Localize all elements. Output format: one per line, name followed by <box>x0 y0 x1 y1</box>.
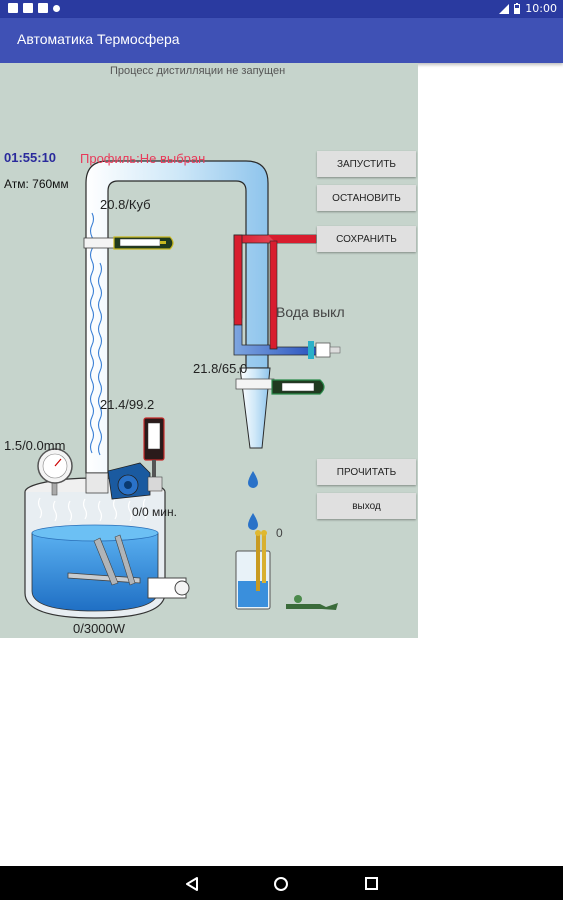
drop-icon <box>248 471 258 488</box>
notification-icons <box>8 3 60 13</box>
condenser-red-left <box>233 234 243 326</box>
stop-button[interactable]: ОСТАНОВИТЬ <box>317 185 416 211</box>
water-status: Вода выкл <box>276 304 345 320</box>
status-right: 10:00 <box>499 2 557 15</box>
water-tap-icon <box>308 341 341 359</box>
cold-water-pipe <box>233 324 317 356</box>
column-temp-readout: 20.8/Куб <box>100 197 151 212</box>
app-bar: Автоматика Термосфера <box>0 18 563 63</box>
profile-label: Профиль:Не выбран <box>80 151 206 166</box>
drops-readout: 0 <box>276 526 283 540</box>
app-title: Автоматика Термосфера <box>17 31 180 47</box>
start-button[interactable]: ЗАПУСТИТЬ <box>317 151 416 177</box>
timer-readout: 01:55:10 <box>4 150 57 165</box>
still-cube <box>24 477 190 619</box>
signal-icon <box>499 3 510 14</box>
exit-button[interactable]: ВЫХОД <box>317 493 416 519</box>
column-sensor-icon <box>83 236 174 250</box>
red-vertical-right <box>269 240 278 350</box>
back-icon[interactable] <box>186 877 198 891</box>
save-button[interactable]: СОХРАНИТЬ <box>317 226 416 252</box>
head-sensor-icon <box>271 379 325 395</box>
home-icon[interactable] <box>274 877 288 891</box>
pump-icon <box>85 462 163 500</box>
cube-sensor-icon <box>143 417 165 478</box>
navigation-bar <box>0 866 563 900</box>
status-bar: 10:00 <box>0 0 563 18</box>
time-min-readout: 0/0 мин. <box>132 505 177 519</box>
atm-readout: Атм: 760мм <box>4 177 69 191</box>
receiver-glass-icon <box>235 530 271 610</box>
drop-icon <box>248 513 258 530</box>
red-right-tube <box>268 235 316 243</box>
vapour-lines <box>89 212 103 456</box>
pressure-readout: 1.5/0.0mm <box>4 438 66 453</box>
cube-temp-readout: 21.4/99.2 <box>100 397 155 412</box>
process-status: Процесс дистилляции не запущен <box>110 65 286 77</box>
recents-icon[interactable] <box>365 877 378 890</box>
notification-icon <box>23 3 33 13</box>
level-sensor-icon <box>286 595 338 610</box>
clock: 10:00 <box>525 2 557 15</box>
read-button[interactable]: ПРОЧИТАТЬ <box>317 459 416 485</box>
pressure-gauge-icon <box>37 448 73 496</box>
distillation-diagram <box>24 160 341 619</box>
notification-icon <box>8 3 18 13</box>
navigation-buttons <box>186 877 378 891</box>
notification-icon <box>38 3 48 13</box>
notification-icon <box>53 5 60 12</box>
head-temp-readout: 21.8/65.0 <box>193 361 248 376</box>
outlet-clamp <box>235 378 275 390</box>
power-readout: 0/3000W <box>73 621 126 636</box>
distillation-panel: Процесс дистилляции не запущен 01:55:10 … <box>0 63 418 638</box>
battery-icon <box>514 3 521 14</box>
